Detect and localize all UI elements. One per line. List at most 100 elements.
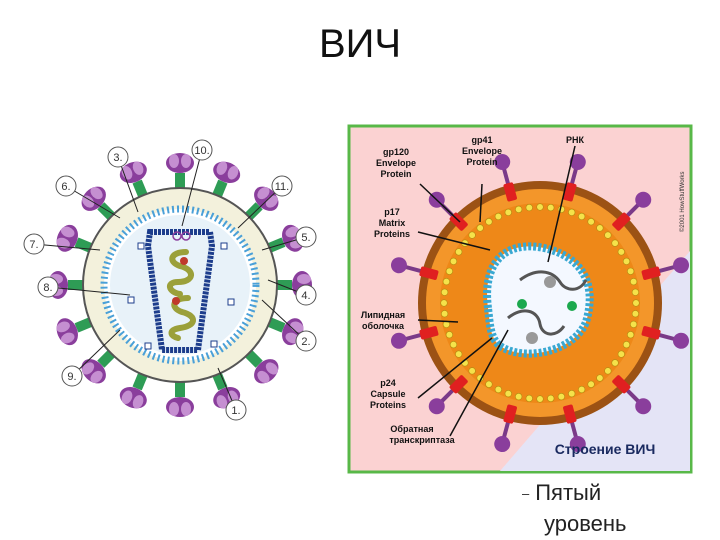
diagram-caption: Строение ВИЧ <box>555 441 656 457</box>
leader-line <box>71 329 121 377</box>
envelope-spike <box>211 161 241 201</box>
marker-2: 2. <box>295 330 317 352</box>
svg-text:Matrix: Matrix <box>379 218 406 228</box>
matrix-dot <box>536 203 544 211</box>
right-leader-lines <box>417 145 576 437</box>
gp41-protein <box>612 375 631 394</box>
marker-label: 7. <box>29 239 38 251</box>
marker-8: 8. <box>37 276 59 298</box>
matrix-dot <box>440 299 448 307</box>
matrix-dot <box>617 248 625 256</box>
svg-text:Envelope: Envelope <box>376 158 416 168</box>
svg-text:РНК: РНК <box>566 135 585 145</box>
matrix-dot <box>568 390 576 398</box>
matrix-dot <box>578 385 586 394</box>
marker-label: 5. <box>301 232 310 244</box>
marker-label: 9. <box>67 371 76 383</box>
marker-label: 4. <box>301 290 310 302</box>
leader-line <box>181 149 203 227</box>
matrix-dot <box>547 394 555 402</box>
marker-11: 11. <box>271 175 293 197</box>
leader-line <box>47 286 131 296</box>
marker-7: 7. <box>23 233 45 255</box>
matrix-dot <box>622 257 631 265</box>
matrix-dot <box>525 394 533 402</box>
rna-inside <box>507 270 588 344</box>
gp41-protein <box>641 266 661 280</box>
matrix-dot <box>468 231 476 239</box>
matrix-dot <box>494 212 502 221</box>
matrix-dot <box>445 267 453 275</box>
marker-label: 6. <box>61 181 70 193</box>
marker-9: 9. <box>61 365 83 387</box>
envelope-spike <box>242 186 279 223</box>
gp41-protein <box>563 182 577 202</box>
envelope-spike <box>166 153 194 191</box>
matrix-dot <box>504 208 512 216</box>
matrix-dot <box>536 395 544 403</box>
bullet-dash: – <box>522 486 530 502</box>
enzyme-dot <box>172 297 180 305</box>
bullet-line-1: Пятый <box>535 480 602 505</box>
matrix-dot <box>627 267 635 275</box>
matrix-square <box>220 242 228 250</box>
gp41-protein <box>449 375 468 394</box>
matrix-dot <box>604 367 612 375</box>
bullet-line-2: уровень <box>544 511 627 537</box>
matrix-dot <box>627 331 635 339</box>
marker-label: 8. <box>43 282 52 294</box>
matrix-dot <box>568 208 576 216</box>
svg-text:gp41: gp41 <box>471 135 492 145</box>
svg-text:Protein: Protein <box>380 169 411 179</box>
matrix-dot <box>596 224 604 232</box>
svg-text:Обратная: Обратная <box>390 424 433 434</box>
marker-label: 11. <box>275 181 289 193</box>
matrix-square <box>210 340 218 348</box>
matrix-dot <box>485 380 493 388</box>
envelope-spike <box>166 379 194 417</box>
leader-line <box>33 243 101 251</box>
svg-text:gp120: gp120 <box>383 147 409 157</box>
gp41-protein <box>419 326 439 340</box>
matrix-dot <box>494 385 502 394</box>
marker-6: 6. <box>55 175 77 197</box>
matrix-dot <box>596 374 604 382</box>
matrix-dot <box>442 278 451 286</box>
matrix-dot <box>547 204 555 212</box>
marker-4: 4. <box>295 284 317 306</box>
gp41-protein <box>503 404 517 424</box>
matrix-squares <box>127 242 235 350</box>
svg-text:Capsule: Capsule <box>370 389 405 399</box>
matrix-dot <box>449 341 458 349</box>
matrix-square <box>137 242 145 250</box>
svg-text:Липидная: Липидная <box>361 310 405 320</box>
matrix-dot <box>455 350 463 358</box>
marker-10: 10. <box>191 139 213 161</box>
matrix-dot <box>468 367 476 375</box>
matrix-square <box>227 298 235 306</box>
matrix-dot <box>629 278 638 286</box>
matrix-dot <box>578 212 586 221</box>
bullet-text: –Пятый уровень <box>522 478 627 539</box>
inner-space <box>110 215 250 355</box>
gp41-protein <box>641 326 661 340</box>
matrix-dot <box>515 392 523 401</box>
svg-text:p17: p17 <box>384 207 400 217</box>
enzyme-dot <box>180 257 188 265</box>
matrix-dot <box>587 380 595 388</box>
matrix-dot <box>515 205 523 214</box>
gp41-protein <box>503 182 517 202</box>
capsid <box>144 229 216 353</box>
matrix-dot <box>449 257 458 265</box>
matrix-dot <box>476 224 484 232</box>
matrix-dot <box>485 218 493 226</box>
marker-label: 1. <box>231 405 240 417</box>
right-labels: gp120 Envelope Protein gp41 Envelope Pro… <box>361 135 585 445</box>
marker-label: 10. <box>194 145 209 157</box>
gp41-protein <box>419 266 439 280</box>
marker-5: 5. <box>295 226 317 248</box>
svg-text:оболочка: оболочка <box>362 321 405 331</box>
matrix-dot <box>622 341 631 349</box>
svg-text:Envelope: Envelope <box>462 146 502 156</box>
matrix-dot <box>441 310 449 318</box>
